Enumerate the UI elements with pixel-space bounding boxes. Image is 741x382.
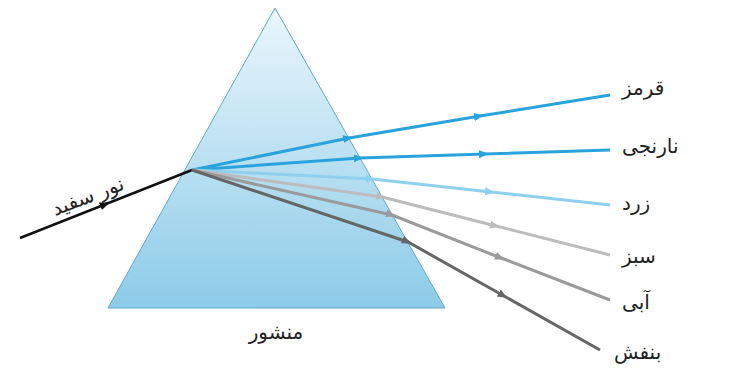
white-ray (20, 170, 192, 238)
prism-label: منشور (249, 320, 304, 344)
color-label: بنفش (614, 340, 661, 364)
color-label: سبز (622, 244, 656, 268)
color-label: نارنجی (622, 134, 678, 158)
yellow-ray (192, 170, 610, 205)
color-label: قرمز (622, 76, 664, 100)
violet-ray (192, 170, 600, 350)
orange-ray (192, 150, 610, 170)
color-label: زرد (622, 191, 650, 215)
ray-label: نور سفید (49, 171, 128, 220)
color-label: آبی (622, 290, 650, 314)
red-ray (192, 95, 610, 170)
